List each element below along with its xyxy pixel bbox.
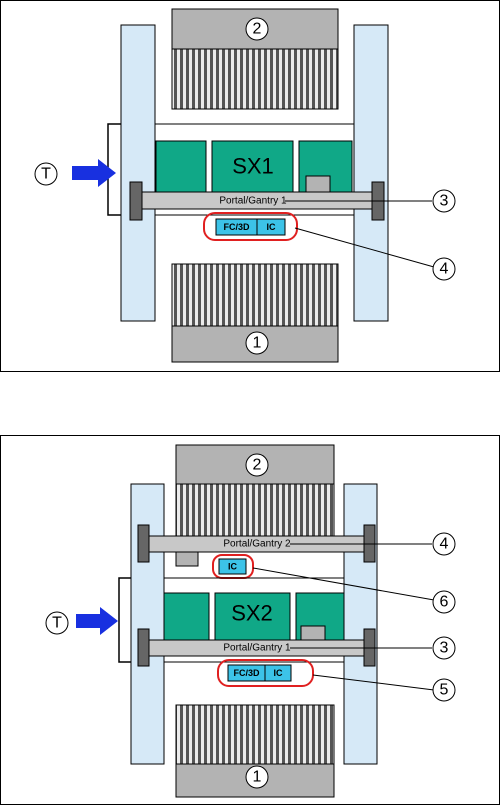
right-frame bbox=[354, 25, 388, 321]
module-ic-top-label: IC bbox=[228, 562, 238, 572]
callout-1-label: 1 bbox=[253, 769, 262, 786]
top-hatch bbox=[172, 49, 338, 109]
system-label: SX2 bbox=[231, 601, 273, 626]
callout-4-label: 4 bbox=[440, 261, 449, 278]
gantry-1-end-left bbox=[138, 629, 149, 666]
panel-2: Portal/Gantry 2 IC SX2 Portal/Gantry 1 F… bbox=[1, 436, 500, 805]
bottom-hatch bbox=[172, 264, 338, 326]
left-frame bbox=[121, 25, 155, 321]
callout-6-label: 6 bbox=[440, 594, 449, 611]
bottom-hatch bbox=[176, 705, 334, 764]
small-grey-box-top bbox=[176, 552, 198, 566]
module-ic-label: IC bbox=[267, 222, 277, 232]
teal-module-left bbox=[156, 141, 206, 192]
small-grey-box bbox=[306, 176, 330, 192]
gantry-end-left bbox=[130, 182, 142, 220]
callout-4-label: 4 bbox=[440, 536, 449, 553]
callout-t-label: T bbox=[52, 615, 62, 632]
top-hatch bbox=[176, 484, 334, 536]
gantry-label: Portal/Gantry 1 bbox=[219, 196, 287, 207]
callout-2-label: 2 bbox=[253, 457, 262, 474]
gantry-2-end-left bbox=[138, 525, 149, 562]
callout-3-label: 3 bbox=[440, 640, 449, 657]
teal-module-left bbox=[164, 593, 209, 642]
system-label: SX1 bbox=[232, 154, 274, 179]
callout-3-label: 3 bbox=[440, 193, 449, 210]
small-grey-box bbox=[301, 626, 325, 641]
panel-1: SX1 Portal/Gantry 1 FC/3D IC 2 1 3 4 T bbox=[1, 1, 500, 372]
module-ic-label: IC bbox=[274, 668, 284, 678]
module-fc3d-label: FC/3D bbox=[233, 668, 260, 678]
callout-2-label: 2 bbox=[253, 21, 262, 38]
module-fc3d-label: FC/3D bbox=[223, 222, 250, 232]
callout-t-label: T bbox=[41, 166, 51, 183]
callout-5-label: 5 bbox=[440, 682, 449, 699]
gantry-1-label: Portal/Gantry 1 bbox=[223, 643, 291, 654]
callout-1-label: 1 bbox=[253, 335, 262, 352]
gantry-2-label: Portal/Gantry 2 bbox=[223, 539, 291, 550]
